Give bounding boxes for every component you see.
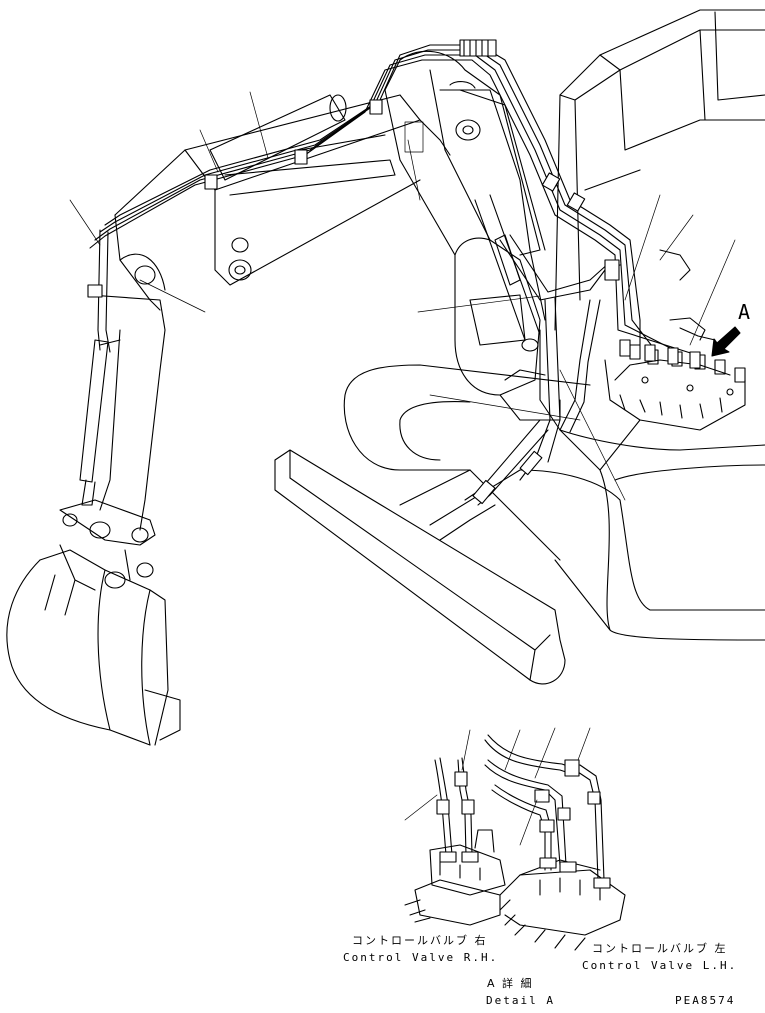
control-valve-lh-label-en: Control Valve L.H. (582, 959, 738, 972)
hydraulic-hoses (87, 39, 716, 506)
control-valve-rh-label-jp: コントロールバルブ 右 (352, 934, 488, 947)
undercarriage (343, 364, 765, 641)
detail-title-en: Detail A (486, 994, 555, 1007)
control-valve-main (539, 329, 746, 471)
bucket-cylinder (79, 339, 121, 506)
detail-title-jp: A 詳 細 (487, 977, 534, 990)
control-valve-rh-label-en: Control Valve R.H. (343, 951, 499, 964)
dozer-blade (274, 449, 566, 685)
control-valve-lh-label-jp: コントロールバルブ 左 (592, 942, 728, 955)
view-arrow-label: A (738, 300, 751, 324)
cab (554, 9, 765, 331)
boom-cylinder (474, 194, 541, 352)
arm (89, 94, 451, 531)
detail-a-drawing (404, 727, 626, 951)
drawing-number: PEA8574 (675, 994, 736, 1007)
boom-foot (454, 237, 561, 421)
leader-lines (69, 91, 736, 501)
boom (384, 50, 546, 256)
view-arrow (711, 326, 741, 357)
bucket (6, 499, 181, 746)
